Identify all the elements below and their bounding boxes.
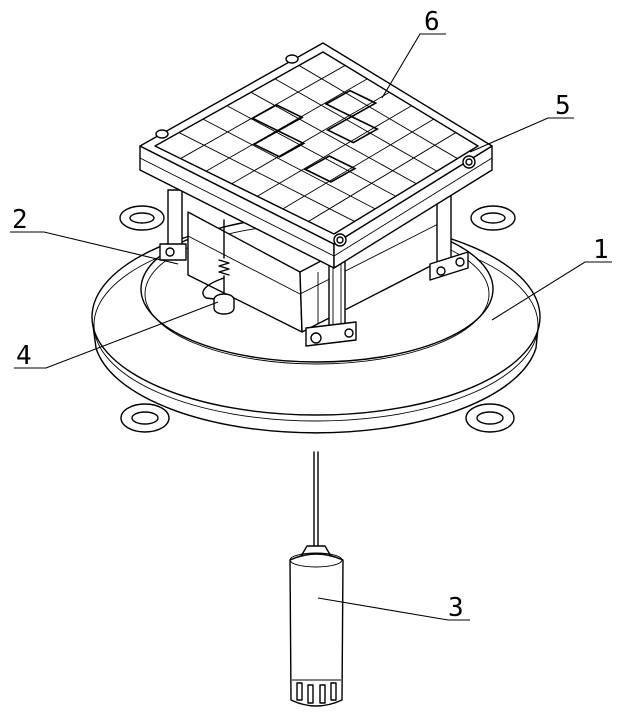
bolt-back	[285, 54, 299, 64]
panel-cell	[324, 89, 378, 118]
mooring-ear-front-right	[465, 403, 515, 433]
panel-grid-line	[202, 118, 376, 210]
spring-holder	[202, 219, 235, 315]
leader-4	[14, 301, 219, 369]
leader-5	[469, 117, 574, 153]
label-6: 6	[424, 7, 440, 37]
panel-grid-line	[282, 118, 434, 210]
label-4: 4	[16, 341, 32, 371]
panel-grid-line	[178, 132, 355, 222]
leader-3	[317, 597, 470, 621]
panel-grid-line	[298, 65, 458, 159]
leader-2	[10, 231, 179, 265]
panel-cell	[250, 103, 304, 132]
sensor-probe-assembly	[289, 451, 344, 707]
bolt-right	[462, 155, 476, 169]
panel-grid-line	[205, 78, 368, 172]
label-5: 5	[555, 91, 571, 121]
panel-cell	[252, 129, 306, 158]
mooring-ear-back-right	[470, 205, 516, 231]
mooring-ear-front-left	[120, 403, 170, 433]
panel-grid-line	[308, 132, 457, 222]
panel-top-frame	[139, 42, 493, 245]
label-3: 3	[448, 593, 464, 623]
panel-grid-line	[257, 105, 412, 197]
leader-lines	[10, 33, 612, 621]
post-left	[159, 189, 187, 261]
solar-panel	[139, 42, 493, 269]
panel-grid-line	[250, 91, 417, 185]
label-2: 2	[12, 205, 28, 235]
leader-1	[491, 261, 612, 321]
bolt-front	[333, 233, 347, 247]
probe-body	[289, 553, 344, 707]
mooring-ear-back-left	[119, 205, 165, 231]
holder-clip	[213, 293, 235, 315]
leader-6	[381, 33, 446, 99]
panel-cell-area	[154, 51, 479, 235]
panel-grid-line	[231, 91, 390, 185]
panel-grid-line	[274, 78, 438, 172]
label-1: 1	[593, 235, 609, 265]
spring-coil-icon	[218, 259, 230, 276]
part-labels: 1 2 3 4 5 6	[12, 7, 609, 623]
panel-cell	[325, 115, 380, 144]
panel-cell-grid	[178, 65, 458, 222]
probe-vent-slots	[296, 682, 337, 704]
bolt-back-left	[155, 129, 169, 139]
panel-grid-line	[226, 105, 396, 197]
panel-cell	[303, 155, 357, 183]
